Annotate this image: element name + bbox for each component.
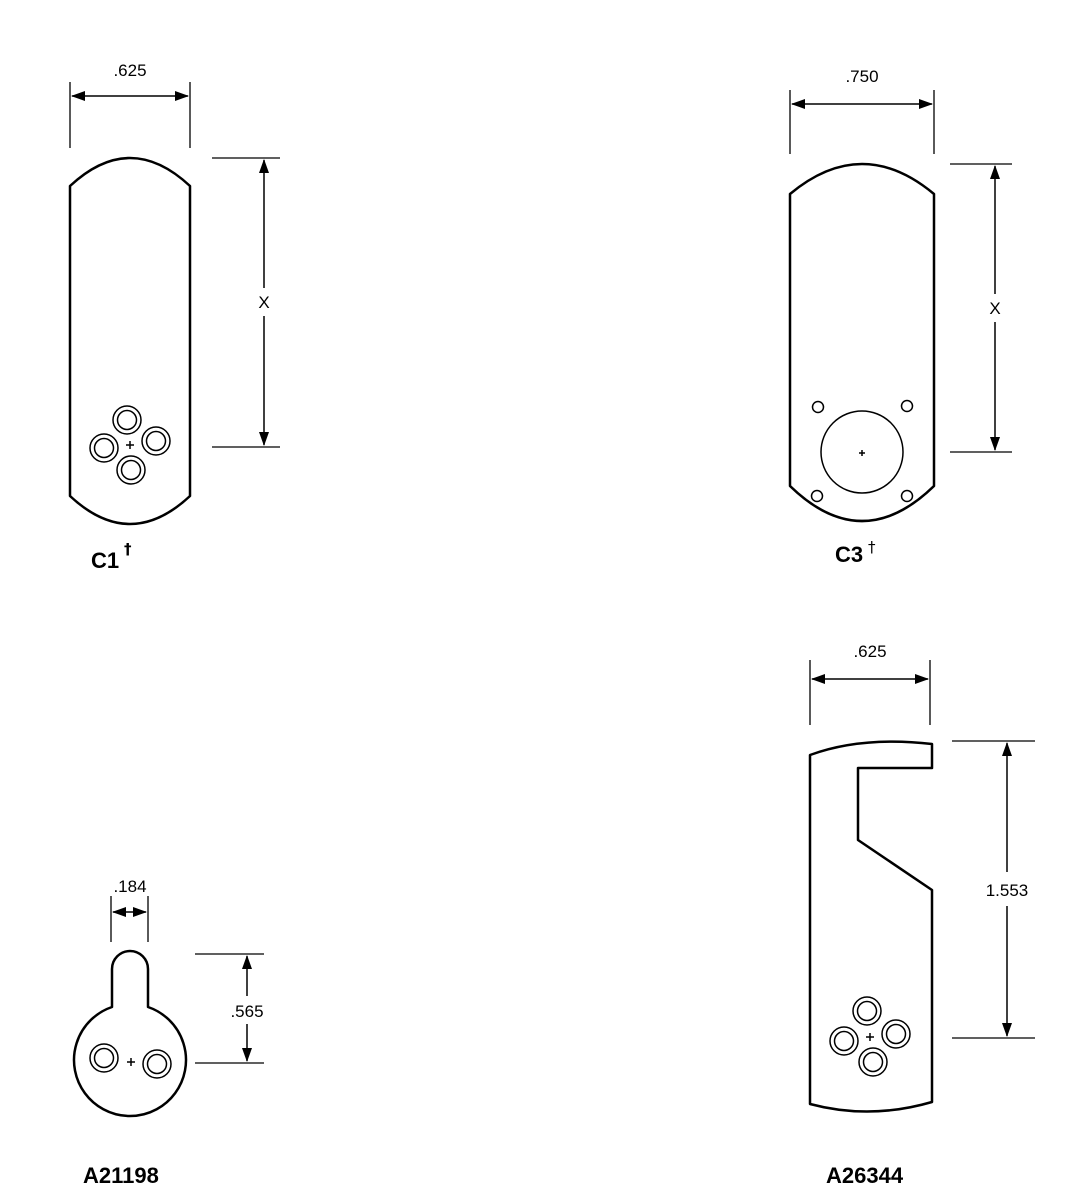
a21198-height-dimension: .565	[230, 1002, 263, 1021]
a26344-height-dimension: 1.553	[986, 881, 1029, 900]
c1-width-dimension: .625	[113, 61, 146, 80]
part-a21198: .184 .565 A21198	[72, 877, 264, 1188]
a21198-cam-outline	[72, 949, 188, 1118]
c1-part-label: C1	[91, 548, 119, 573]
c3-width-dimension: .750	[845, 67, 878, 86]
part-a26344: .625 1.553 A26344	[808, 642, 1035, 1188]
a26344-cam-outline	[808, 740, 934, 1113]
c1-cam-outline	[68, 156, 192, 526]
a26344-part-label: A26344	[826, 1163, 904, 1188]
c3-cam-outline	[788, 162, 936, 523]
a26344-width-dimension: .625	[853, 642, 886, 661]
center-cross-icon	[866, 1033, 874, 1041]
a21198-width-dimension: .184	[113, 877, 146, 896]
c3-height-dimension: X	[989, 299, 1000, 318]
a26344-mounting-holes	[829, 996, 911, 1077]
c3-mounting-holes	[810, 399, 914, 503]
a21198-part-label: A21198	[83, 1163, 159, 1188]
c3-part-mark: †	[868, 538, 876, 556]
center-cross-icon	[859, 450, 865, 456]
part-c1: .625 X C1 †	[68, 61, 280, 573]
c1-part-mark: †	[124, 540, 132, 558]
a21198-mounting-holes	[89, 1043, 172, 1079]
center-cross-icon	[126, 441, 134, 449]
part-c3: .750 X C3 †	[788, 67, 1012, 567]
c3-center-bore	[820, 410, 904, 494]
c1-mounting-holes	[89, 405, 171, 485]
c1-height-dimension: X	[258, 293, 269, 312]
c3-part-label: C3	[835, 542, 863, 567]
center-cross-icon	[127, 1058, 135, 1066]
